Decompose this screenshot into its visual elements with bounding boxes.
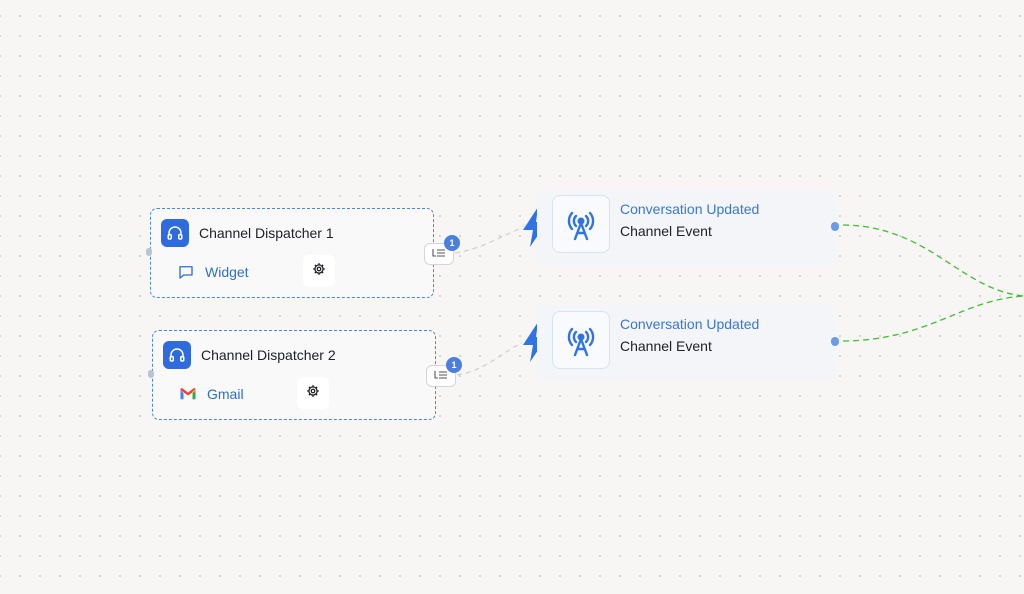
dispatcher-node-1[interactable]: Channel Dispatcher 1 Widget — [146, 208, 434, 298]
channel-label[interactable]: Gmail — [207, 386, 244, 402]
edge-event2-out — [842, 295, 1024, 342]
edge-dispatcher1-event1 — [454, 227, 523, 254]
output-count-badge: 1 — [446, 357, 462, 373]
trigger-bolt-icon — [520, 321, 550, 363]
dispatcher-title: Channel Dispatcher 1 — [199, 225, 334, 241]
trigger-bolt-icon — [520, 206, 550, 248]
broadcast-tower-icon — [552, 195, 610, 253]
event-node-1[interactable]: Conversation Updated Channel Event — [537, 190, 839, 266]
event-subtitle: Channel Event — [620, 223, 712, 239]
broadcast-tower-icon — [552, 311, 610, 369]
output-count-badge: 1 — [444, 235, 460, 251]
input-handle[interactable] — [146, 248, 152, 256]
channel-label[interactable]: Widget — [205, 264, 249, 280]
branch-list-icon — [432, 245, 446, 263]
event-title: Conversation Updated — [620, 316, 760, 332]
headset-icon — [161, 219, 189, 247]
settings-button[interactable] — [297, 377, 329, 409]
event-node-2[interactable]: Conversation Updated Channel Event — [537, 305, 839, 381]
dispatcher-title: Channel Dispatcher 2 — [201, 347, 336, 363]
gear-icon — [312, 262, 326, 281]
gear-icon — [306, 384, 320, 403]
event-title: Conversation Updated — [620, 201, 760, 217]
dispatcher-node-2[interactable]: Channel Dispatcher 2 Gmail — [148, 330, 436, 420]
gmail-icon — [179, 385, 197, 403]
branch-list-icon — [434, 367, 448, 385]
chat-bubble-icon — [177, 263, 195, 281]
edge-dispatcher2-event2 — [456, 342, 523, 376]
headset-icon — [163, 341, 191, 369]
input-handle[interactable] — [148, 370, 154, 378]
edge-event1-out — [842, 224, 1024, 297]
event-subtitle: Channel Event — [620, 338, 712, 354]
output-handle[interactable] — [831, 337, 839, 346]
settings-button[interactable] — [303, 255, 335, 287]
output-handle[interactable] — [831, 222, 839, 231]
